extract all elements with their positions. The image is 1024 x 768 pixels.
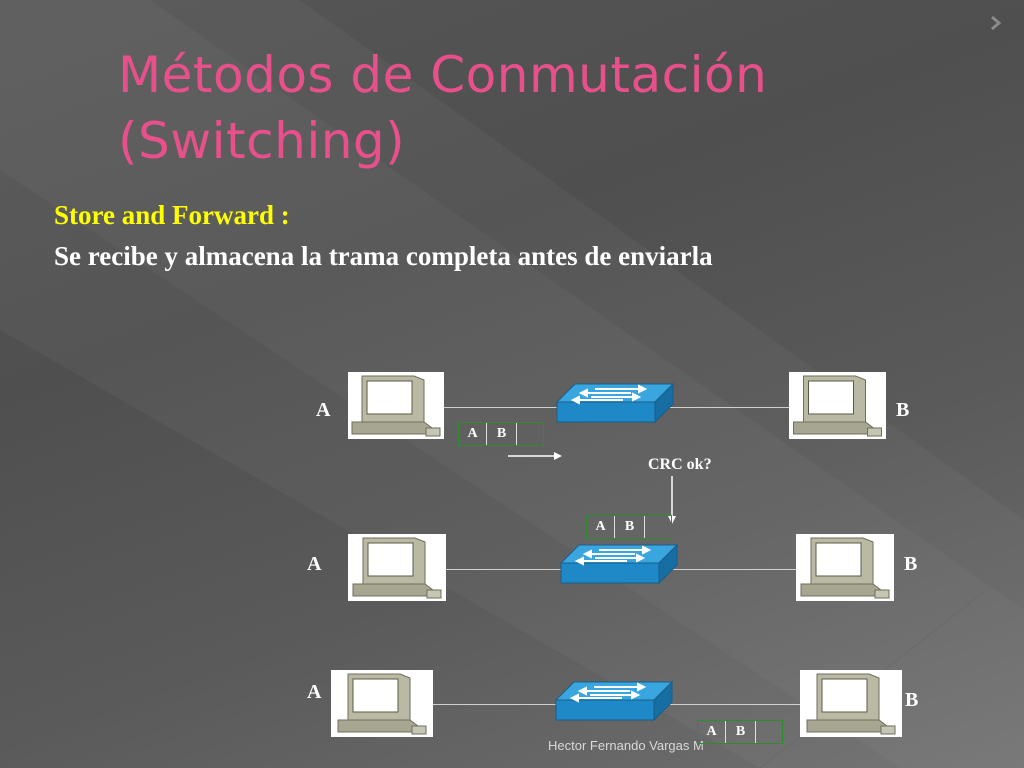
computer-icon <box>800 670 902 737</box>
node-label-b: B <box>904 553 918 575</box>
method-name: Store and Forward : <box>54 200 290 230</box>
computer-icon <box>348 534 446 601</box>
node-label-a: A <box>316 399 331 421</box>
frame-field-src: B <box>615 516 645 538</box>
computer-icon <box>331 670 433 737</box>
arrow-down-icon <box>668 476 676 524</box>
frame-field-dest: A <box>698 721 726 743</box>
frame-field-src: B <box>726 721 756 743</box>
node-label-b: B <box>896 399 910 421</box>
computer-icon <box>796 534 894 601</box>
switch-icon <box>558 543 680 590</box>
slide-footer-author: Hector Fernando Vargas M <box>548 738 704 753</box>
frame-field-data <box>645 516 671 538</box>
node-label-a: A <box>307 553 322 575</box>
frame: A B <box>586 515 672 539</box>
slide-title: Métodos de Conmutación (Switching) <box>118 46 768 170</box>
frame-field-data <box>517 423 543 445</box>
frame: A B <box>458 422 544 446</box>
method-description: Se recibe y almacena la trama completa a… <box>54 241 713 271</box>
switch-icon <box>551 680 677 727</box>
computer-icon <box>789 372 886 439</box>
crc-check-label: CRC ok? <box>648 456 712 473</box>
corner-chevron-icon <box>991 15 1002 31</box>
node-label-a: A <box>307 681 322 703</box>
frame-field-dest: A <box>587 516 615 538</box>
frame: A B <box>697 720 783 744</box>
frame-field-src: B <box>487 423 517 445</box>
node-label-b: B <box>905 689 919 711</box>
frame-field-dest: A <box>459 423 487 445</box>
computer-icon <box>348 372 444 439</box>
switch-icon <box>555 382 675 429</box>
arrow-right-icon <box>508 452 562 460</box>
frame-field-data <box>756 721 782 743</box>
